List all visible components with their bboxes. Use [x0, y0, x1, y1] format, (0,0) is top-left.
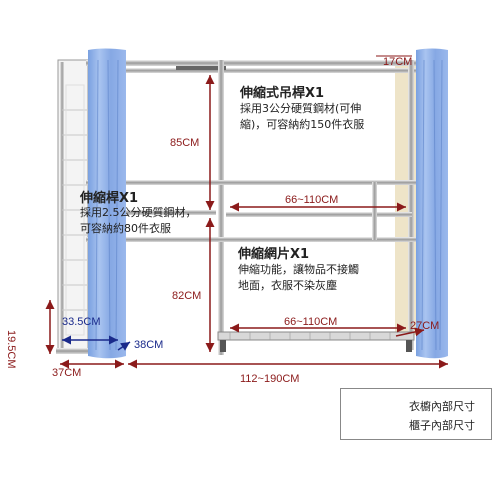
legend-row-cabinet: 櫃子內部尺寸 [347, 417, 487, 433]
legend: 衣櫥內部尺寸 櫃子內部尺寸 [340, 388, 492, 440]
top-width-label: 17CM [383, 56, 413, 68]
top-hanger-rod [120, 68, 420, 73]
foot-height-label: 19.5CM [5, 330, 17, 369]
center-post [218, 60, 224, 355]
left-curtain [88, 48, 126, 359]
legend-cabinet-label: 櫃子內部尺寸 [409, 419, 475, 432]
dim-line-foot-depth [117, 341, 131, 351]
total-width-label: 112~190CM [240, 373, 300, 385]
mid-rail [86, 180, 416, 185]
middle-rod [226, 212, 412, 217]
telescopic-rod-title: 伸縮桿X1 [80, 191, 139, 206]
top-rail [86, 60, 426, 66]
right-depth-label: 27CM [410, 320, 440, 332]
dim-line-right-depth [395, 327, 425, 337]
telescopic-mesh-title: 伸縮網片X1 [238, 247, 310, 262]
telescopic-mesh-desc: 伸縮功能，讓物品不接觸 地面，衣服不染灰塵 [238, 263, 359, 292]
legend-wardrobe-label: 衣櫥內部尺寸 [409, 400, 475, 413]
mid-height-label: 82CM [172, 290, 202, 302]
right-post [408, 60, 414, 350]
rod-height-label: 85CM [170, 137, 200, 149]
foot-depth-label: 38CM [134, 339, 164, 351]
rod1-width-label: 66~110CM [285, 194, 339, 206]
mesh-shelf [217, 331, 415, 352]
side-depth-label: 33.5CM [62, 316, 101, 328]
right-curtain [416, 48, 448, 359]
telescopic-hanger-title: 伸縮式吊桿X1 [240, 86, 325, 101]
side-shelf-tower [57, 59, 89, 351]
legend-row-wardrobe: 衣櫥內部尺寸 [347, 398, 487, 414]
telescopic-hanger-desc: 採用3公分硬質鋼材(可伸 縮)，可容納約150件衣服 [240, 102, 365, 131]
side-width-label: 37CM [52, 367, 82, 379]
lower-rail [86, 237, 416, 242]
rod2-width-label: 66~110CM [284, 316, 338, 328]
telescopic-rod-desc: 採用2.5公分硬質鋼材， 可容納約80件衣服 [80, 206, 197, 235]
